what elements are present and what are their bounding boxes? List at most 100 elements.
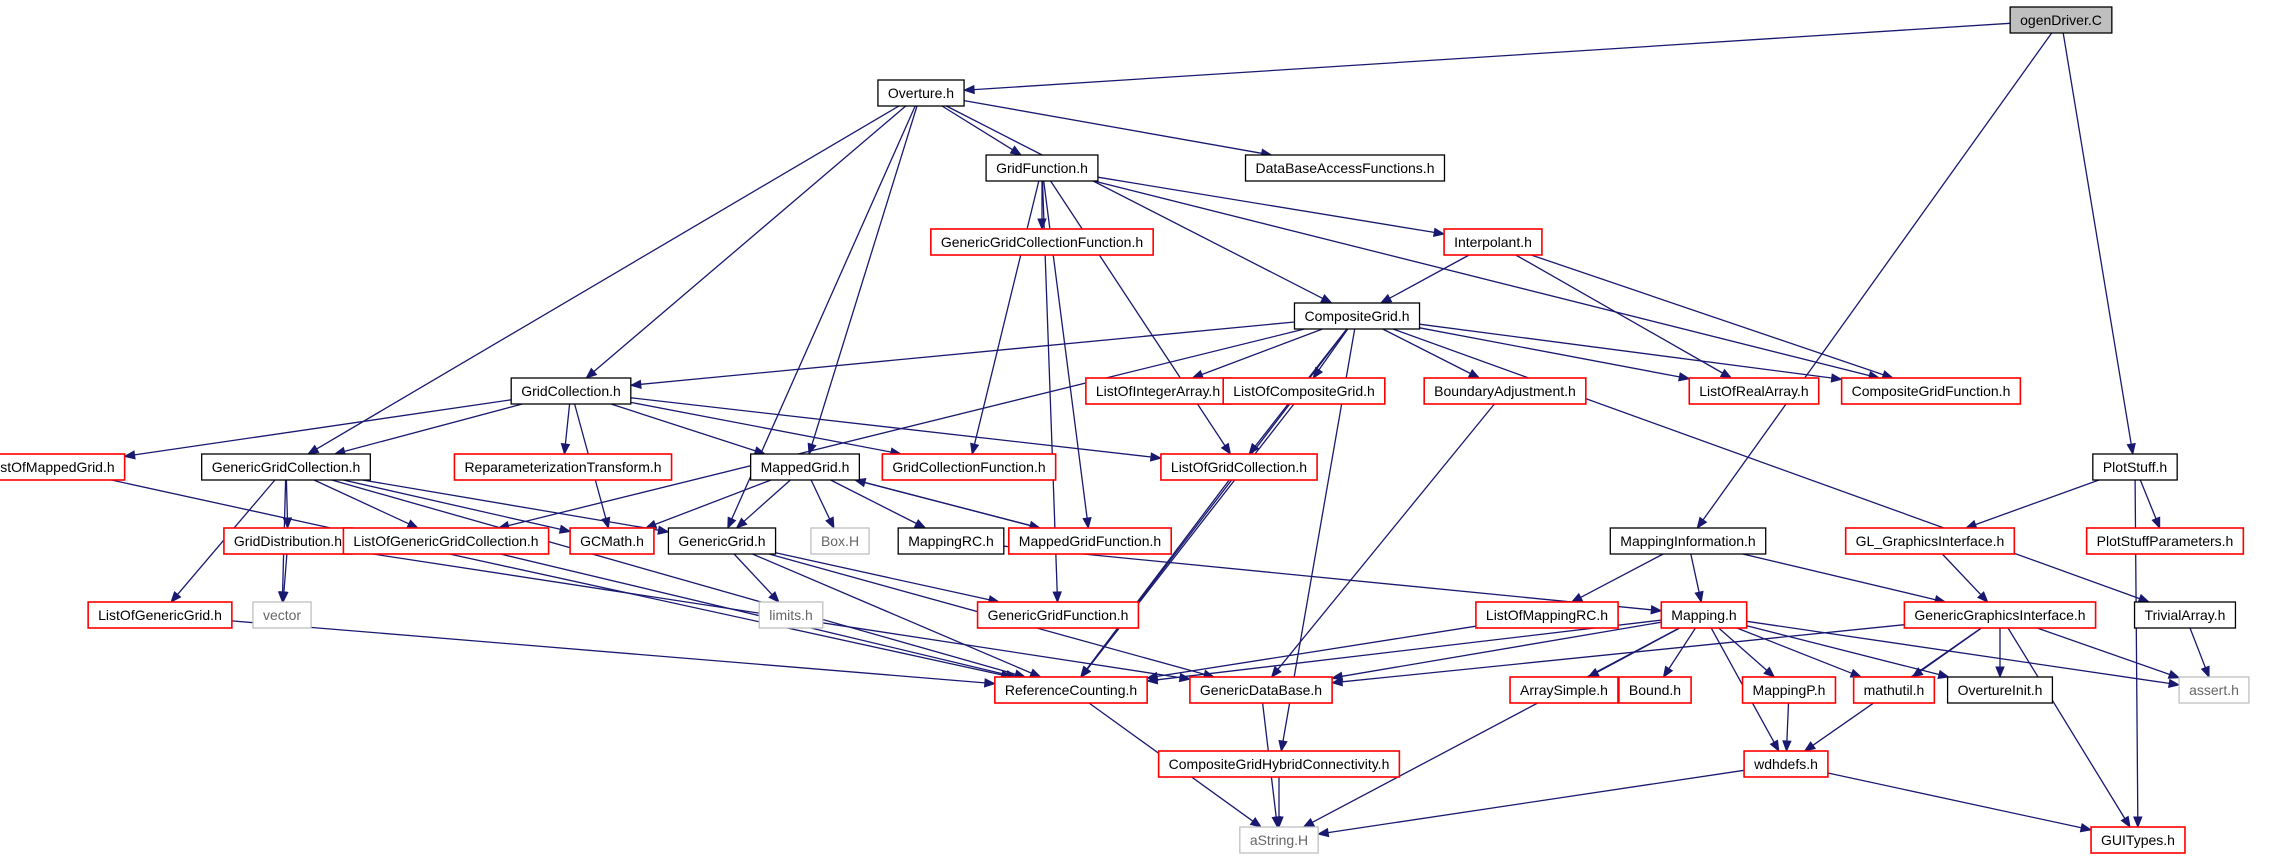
node-bound[interactable]: Bound.h (1618, 676, 1692, 704)
node-reparameterization-transform[interactable]: ReparameterizationTransform.h (453, 453, 673, 481)
edge-line (752, 553, 1032, 674)
node-gc-math[interactable]: GCMath.h (569, 527, 655, 555)
node-limits[interactable]: limits.h (758, 601, 824, 629)
edge-line (1318, 328, 1349, 371)
node-ogen-driver[interactable]: ogenDriver.C (2009, 6, 2113, 34)
node-list-of-generic-grid[interactable]: ListOfGenericGrid.h (87, 601, 233, 629)
node-gl-graphics-interface[interactable]: GL_GraphicsInterface.h (1844, 527, 2016, 555)
edge-arrowhead (1432, 227, 1446, 237)
node-list-of-grid-collection[interactable]: ListOfGridCollection.h (1160, 453, 1318, 481)
node-overture[interactable]: Overture.h (877, 79, 965, 107)
edge-gl-graphics-interface-to-generic-graphics-interface (1941, 553, 1989, 603)
node-generic-grid[interactable]: GenericGrid.h (667, 527, 777, 555)
node-plot-stuff-parameters[interactable]: PlotStuffParameters.h (2085, 527, 2245, 555)
edge-line (2189, 627, 2207, 668)
edge-line (1419, 327, 1680, 378)
node-label: MappingRC.h (908, 533, 994, 549)
node-label: mathutil.h (1864, 682, 1925, 698)
edge-line (1736, 627, 1853, 674)
node-a-string[interactable]: aString.H (1239, 826, 1319, 854)
node-label: aString.H (1250, 832, 1308, 848)
node-mapping[interactable]: Mapping.h (1660, 601, 1748, 629)
node-mapping-p[interactable]: MappingP.h (1741, 676, 1837, 704)
node-gui-types[interactable]: GUITypes.h (2090, 826, 2186, 854)
node-box (1609, 527, 1767, 555)
edge-arrowhead (1145, 675, 1159, 685)
node-array-simple[interactable]: ArraySimple.h (1509, 676, 1619, 704)
edge-composite-grid-to-composite-grid-function (1419, 323, 1843, 383)
edge-line (630, 397, 1152, 458)
node-assert[interactable]: assert.h (2178, 676, 2250, 704)
node-composite-grid-hybrid-connectivity[interactable]: CompositeGridHybridConnectivity.h (1157, 750, 1401, 778)
node-generic-data-base[interactable]: GenericDataBase.h (1189, 676, 1333, 704)
edge-arrowhead (1650, 605, 1663, 615)
edge-line (508, 328, 1305, 527)
node-list-of-mapped-grid[interactable]: ListOfMappedGrid.h (0, 453, 126, 481)
edge-line (1827, 772, 2082, 829)
node-box (994, 676, 1148, 704)
edge-generic-graphics-interface-to-gui-types (2007, 627, 2131, 829)
edge-line (1382, 328, 1471, 375)
node-box (0, 453, 126, 481)
node-boundary-adjustment[interactable]: BoundaryAdjustment.h (1423, 377, 1587, 405)
edge-arrowhead (1274, 816, 1284, 829)
node-wdhdefs[interactable]: wdhdefs.h (1743, 750, 1829, 778)
node-list-of-mapping-rc[interactable]: ListOfMappingRC.h (1475, 601, 1619, 629)
edge-line (1975, 479, 2100, 526)
node-label: DataBaseAccessFunctions.h (1256, 160, 1435, 176)
node-label: GenericGridCollectionFunction.h (941, 234, 1143, 250)
node-mathutil[interactable]: mathutil.h (1852, 676, 1936, 704)
edge-line (946, 105, 1323, 299)
edge-arrowhead (2120, 815, 2131, 829)
node-mapping-information[interactable]: MappingInformation.h (1609, 527, 1767, 555)
edge-line (283, 553, 288, 593)
node-list-of-generic-grid-collection[interactable]: ListOfGenericGridCollection.h (342, 527, 550, 555)
node-generic-grid-collection[interactable]: GenericGridCollection.h (201, 453, 371, 481)
edge-composite-grid-to-list-of-composite-grid (1312, 328, 1349, 380)
node-grid-collection[interactable]: GridCollection.h (510, 377, 632, 405)
edge-line (1341, 621, 1662, 677)
node-mapped-grid[interactable]: MappedGrid.h (749, 453, 861, 481)
node-composite-grid-function[interactable]: CompositeGridFunction.h (1840, 377, 2022, 405)
node-plot-stuff[interactable]: PlotStuff.h (2092, 453, 2178, 481)
node-list-of-integer-array[interactable]: ListOfIntegerArray.h (1085, 377, 1231, 405)
node-label: MappingInformation.h (1620, 533, 1755, 549)
node-overture-init[interactable]: OvertureInit.h (1946, 676, 2054, 704)
node-generic-graphics-interface[interactable]: GenericGraphicsInterface.h (1903, 601, 2097, 629)
node-mapped-grid-function[interactable]: MappedGridFunction.h (1007, 527, 1173, 555)
edge-arrowhead (1763, 666, 1776, 678)
edge-mapping-information-to-mapping (1690, 553, 1704, 604)
edge-line (1702, 32, 2053, 521)
node-vector[interactable]: vector (252, 601, 312, 629)
edge-line (941, 105, 1013, 151)
node-box (1840, 377, 2022, 405)
node-grid-distribution[interactable]: GridDistribution.h (223, 527, 353, 555)
edge-line (1312, 627, 1680, 823)
node-box (1688, 377, 1820, 405)
node-box (758, 601, 824, 629)
node-list-of-composite-grid[interactable]: ListOfCompositeGrid.h (1222, 377, 1386, 405)
node-data-base-access-functions[interactable]: DataBaseAccessFunctions.h (1244, 154, 1446, 182)
node-grid-function[interactable]: GridFunction.h (985, 154, 1099, 182)
node-box (1293, 302, 1421, 330)
node-label: GUITypes.h (2101, 832, 2175, 848)
node-interpolant[interactable]: Interpolant.h (1443, 228, 1543, 256)
node-reference-counting[interactable]: ReferenceCounting.h (994, 676, 1148, 704)
node-mapping-rc[interactable]: MappingRC.h (897, 527, 1005, 555)
node-label: GenericGrid.h (678, 533, 765, 549)
edge-line (1746, 625, 1940, 676)
node-generic-grid-function[interactable]: GenericGridFunction.h (976, 601, 1140, 629)
edge-arrowhead (601, 516, 611, 530)
edge-ogen-driver-to-overture (962, 22, 2011, 95)
node-box (1157, 750, 1401, 778)
edge-arrowhead (2151, 516, 2161, 530)
node-box-h[interactable]: Box.H (810, 527, 870, 555)
node-trivial-array[interactable]: TrivialArray.h (2133, 601, 2237, 629)
node-box (1222, 377, 1386, 405)
node-label: GCMath.h (580, 533, 644, 549)
edge-arrowhead (1270, 665, 1282, 679)
node-composite-grid[interactable]: CompositeGrid.h (1293, 302, 1421, 330)
node-list-of-real-array[interactable]: ListOfRealArray.h (1688, 377, 1820, 405)
node-generic-grid-collection-function[interactable]: GenericGridCollectionFunction.h (930, 228, 1154, 256)
node-grid-collection-function[interactable]: GridCollectionFunction.h (881, 453, 1057, 481)
